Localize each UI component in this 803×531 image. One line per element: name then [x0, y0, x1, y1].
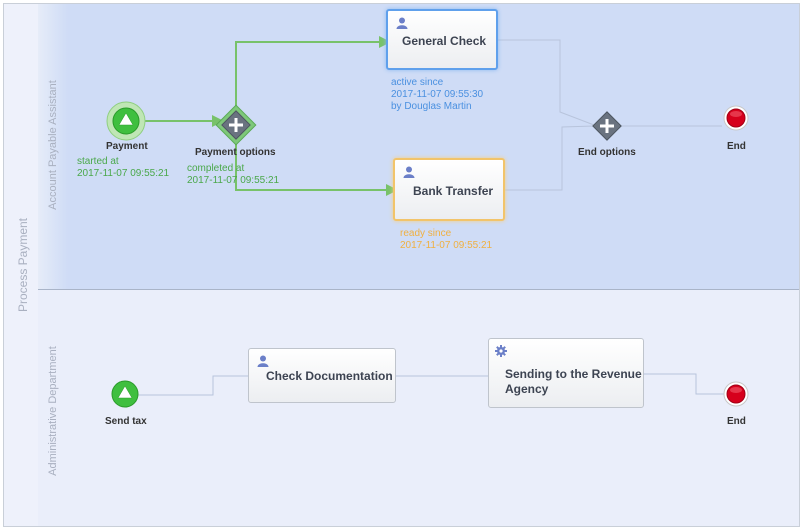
payment-note-time: 2017-11-07 09:55:21 — [77, 168, 170, 179]
end-event-1-label: End — [727, 141, 746, 152]
payment-note: started at 2017-11-07 09:55:21 — [77, 156, 169, 180]
general-check-note: active since 2017-11-07 09:55:30 by Doug… — [391, 77, 483, 113]
gateway-payment-options-label: Payment options — [195, 147, 276, 158]
start-event-send-tax-label: Send tax — [105, 416, 147, 427]
task-check-documentation-label: Check Documentation — [266, 369, 393, 383]
gateway-payment-options[interactable] — [215, 104, 257, 146]
payment-options-note-time: 2017-11-07 09:55:21 — [187, 175, 280, 186]
task-check-documentation[interactable]: Check Documentation — [248, 348, 396, 403]
bank-transfer-note: ready since 2017-11-07 09:55:21 — [400, 228, 492, 252]
flow-options-to-general-check — [235, 36, 391, 111]
flow-options-to-bank-transfer — [235, 139, 398, 196]
gateway-end-options[interactable] — [592, 111, 622, 141]
task-sending-revenue-agency-label: Sending to the Revenue Agency — [505, 367, 642, 396]
general-check-note-title: active since — [391, 77, 444, 88]
payment-options-note-title: completed at — [187, 163, 245, 174]
pool-process-payment: Process Payment Account Payable Assistan… — [3, 3, 800, 527]
end-event-2[interactable] — [723, 381, 749, 407]
end-event-2-label: End — [727, 416, 746, 427]
start-event-payment-label: Payment — [106, 141, 148, 152]
bank-transfer-note-time: 2017-11-07 09:55:21 — [400, 240, 493, 251]
user-icon — [396, 17, 408, 29]
gear-icon — [495, 345, 507, 357]
bank-transfer-note-title: ready since — [400, 228, 452, 239]
user-icon — [257, 355, 269, 367]
start-event-payment[interactable] — [106, 101, 146, 141]
general-check-note-user: by Douglas Martin — [391, 101, 472, 112]
end-event-1[interactable] — [723, 105, 749, 131]
flow-bank-transfer-to-end-options — [503, 125, 595, 191]
task-general-check-label: General Check — [402, 34, 487, 48]
flow-revenue-to-end — [643, 373, 724, 395]
user-icon — [403, 166, 415, 178]
start-event-send-tax[interactable] — [111, 380, 139, 408]
task-sending-revenue-agency[interactable]: Sending to the Revenue Agency — [488, 338, 644, 408]
pool-header: Process Payment — [4, 4, 39, 526]
task-general-check[interactable]: General Check — [386, 9, 498, 70]
lane-administrative-department: Administrative Department — [38, 290, 799, 526]
general-check-note-time: 2017-11-07 09:55:30 — [391, 89, 484, 100]
gateway-end-options-label: End options — [578, 147, 636, 158]
task-bank-transfer-label: Bank Transfer — [413, 184, 494, 198]
payment-options-note: completed at 2017-11-07 09:55:21 — [187, 163, 279, 187]
task-bank-transfer[interactable]: Bank Transfer — [393, 158, 505, 221]
flow-general-check-to-end-options — [496, 39, 595, 126]
payment-note-title: started at — [77, 156, 119, 167]
flow-send-tax-to-check-doc — [138, 375, 248, 396]
